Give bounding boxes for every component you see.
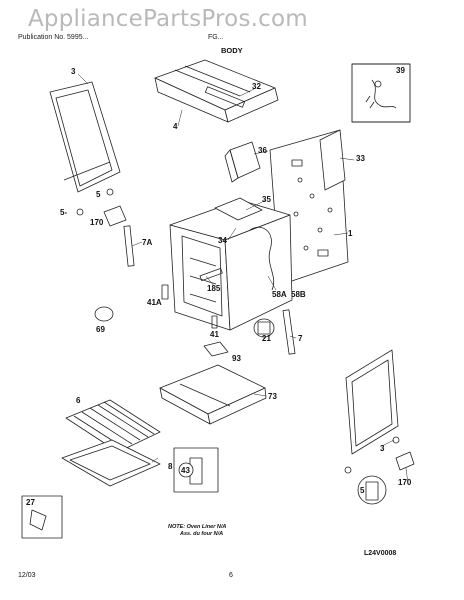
- callout-33: 33: [356, 154, 365, 163]
- callout-1: 1: [348, 229, 353, 238]
- callout-170-right: 170: [398, 478, 412, 487]
- callout-3-right: 3: [380, 444, 385, 453]
- drawer-panel: [159, 364, 267, 425]
- header-publication: Publication No. 5995...: [18, 34, 89, 41]
- diagram-code: L24V0008: [364, 550, 397, 557]
- note-line-2: Ass. du four N/A: [180, 531, 224, 537]
- callout-58B: 58B: [291, 290, 306, 299]
- callout-5-upper: 5: [96, 190, 101, 199]
- callout-170-left: 170: [90, 218, 104, 227]
- leader-lines: [77, 73, 409, 485]
- callout-7: 7: [298, 334, 303, 343]
- note-line-1: NOTE: Oven Liner N/A: [168, 524, 227, 530]
- callout-41A: 41A: [147, 298, 162, 307]
- hinge-left: [123, 225, 135, 267]
- left-small-parts: [76, 188, 127, 227]
- callout-21: 21: [262, 334, 271, 343]
- callout-93: 93: [232, 354, 241, 363]
- bracket-36: [224, 141, 261, 183]
- callout-34: 34: [218, 236, 227, 245]
- callout-6: 6: [76, 396, 81, 405]
- inset-box-43: [173, 447, 219, 493]
- callout-4: 4: [173, 122, 178, 131]
- knob-21: [253, 318, 275, 338]
- broil-pan: [61, 439, 161, 487]
- watermark: AppliancePartsPros.com: [28, 6, 308, 32]
- part-93: [203, 341, 229, 357]
- callout-3-left: 3: [71, 67, 76, 76]
- inset-box-39: [351, 63, 411, 123]
- hinge-right: [282, 309, 296, 355]
- header-model: FG...: [208, 34, 224, 41]
- footer-page-number: 6: [229, 572, 233, 579]
- top-panel: [154, 59, 279, 123]
- callout-35: 35: [262, 195, 271, 204]
- callout-39: 39: [396, 66, 405, 75]
- callout-41: 41: [210, 330, 219, 339]
- oven-cavity: [169, 197, 293, 331]
- side-panel-right: [345, 349, 399, 455]
- callout-27: 27: [26, 498, 35, 507]
- side-panel-left: [49, 81, 121, 193]
- footer-date: 12/03: [18, 572, 36, 579]
- callout-5-lower: 5: [360, 486, 365, 495]
- foot-parts: [94, 284, 169, 322]
- callout-8: 8: [168, 462, 173, 471]
- callout-7A: 7A: [142, 238, 153, 247]
- section-title: BODY: [221, 46, 243, 55]
- inset-box-27: [21, 495, 63, 539]
- callout-185: 185: [207, 284, 221, 293]
- callout-32: 32: [252, 82, 261, 91]
- callout-58A: 58A: [272, 290, 287, 299]
- callout-36: 36: [258, 146, 267, 155]
- callout-43: 43: [181, 466, 190, 475]
- lower-right-parts: [344, 436, 415, 505]
- insulation: [249, 226, 275, 291]
- callout-5-left: 5-: [60, 208, 68, 217]
- callout-69: 69: [96, 325, 105, 334]
- part-41: [211, 315, 218, 329]
- callout-73: 73: [268, 392, 277, 401]
